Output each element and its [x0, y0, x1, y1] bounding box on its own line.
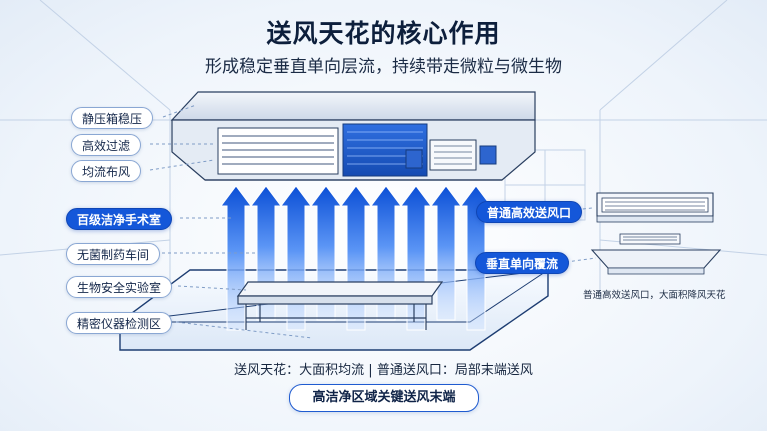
airflow-arrows — [220, 185, 492, 331]
label-precision-instrument-area: 精密仪器检测区 — [66, 312, 173, 334]
label-vertical-unidirectional-flow: 垂直单向覆流 — [475, 252, 570, 274]
label-class100-operating-room: 百级洁净手术室 — [66, 208, 173, 230]
right-caption: 普通高效送风口，大面积降风天花 — [583, 290, 726, 301]
page-title: 送风天花的核心作用 — [266, 19, 501, 48]
label-static-pressure-box: 静压箱稳压 — [71, 107, 154, 129]
label-biosafety-lab: 生物安全实验室 — [66, 276, 173, 298]
large-ceiling-illustration — [590, 233, 722, 275]
ordinary-outlet-illustration — [596, 192, 714, 223]
ceiling-diffuser-icon — [170, 91, 536, 181]
page-subtitle: 形成稳定垂直单向层流，持续带走微粒与微生物 — [205, 57, 562, 77]
label-ordinary-hepa-outlet: 普通高效送风口 — [476, 201, 583, 223]
comparison-note: 送风天花：大面积均流 | 普通送风口：局部末端送风 — [234, 363, 533, 378]
key-terminal-badge: 高洁净区域关键送风末端 — [289, 384, 479, 412]
filter-box-icon — [405, 139, 497, 171]
label-uniform-distribution: 均流布风 — [71, 160, 142, 182]
workbench-icon — [236, 281, 444, 330]
label-sterile-pharma-workshop: 无菌制药车间 — [66, 243, 161, 265]
label-hepa-filter: 高效过滤 — [71, 134, 142, 156]
